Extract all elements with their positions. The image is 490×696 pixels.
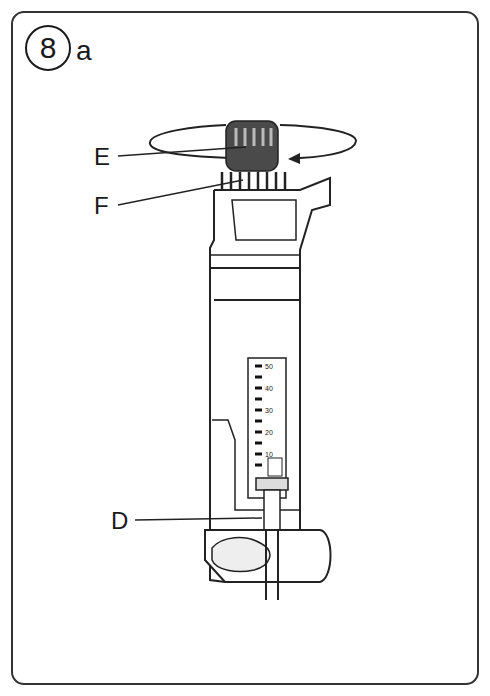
grip-panel — [232, 200, 296, 240]
part-letter: E — [94, 145, 110, 169]
arrow-right-arc — [280, 125, 356, 158]
scale-number: 20 — [265, 429, 273, 436]
part-letter: D — [111, 509, 128, 533]
scale-number: 30 — [265, 407, 273, 414]
leader-line — [118, 147, 246, 156]
scale-number: 40 — [265, 385, 273, 392]
body-right — [214, 178, 330, 540]
hub-blob — [212, 538, 270, 572]
scale-number: 50 — [265, 363, 273, 370]
sub-step-letter: a — [76, 37, 92, 65]
needle — [265, 530, 267, 600]
scale-number: 10 — [265, 451, 273, 458]
body-left — [210, 190, 225, 582]
knob-grip — [236, 128, 271, 146]
dose-ridges — [222, 172, 285, 190]
panel-frame — [12, 12, 478, 684]
part-letter: F — [94, 194, 109, 218]
scale-ticks — [255, 366, 262, 465]
pen-body — [210, 178, 330, 582]
leader-line — [118, 180, 243, 205]
dose-window — [248, 358, 286, 498]
leader-lines — [118, 147, 262, 520]
hub — [205, 530, 331, 582]
dose-knob — [226, 121, 278, 171]
leader-line — [135, 518, 262, 520]
arrow-head — [288, 153, 300, 164]
knob — [226, 121, 278, 171]
plunger-rod — [264, 490, 280, 530]
step-circle: 8 — [25, 25, 71, 71]
plunger-head — [268, 458, 282, 476]
step-number: 8 — [40, 33, 57, 63]
needle — [277, 530, 279, 600]
plunger-stopper — [256, 478, 288, 490]
